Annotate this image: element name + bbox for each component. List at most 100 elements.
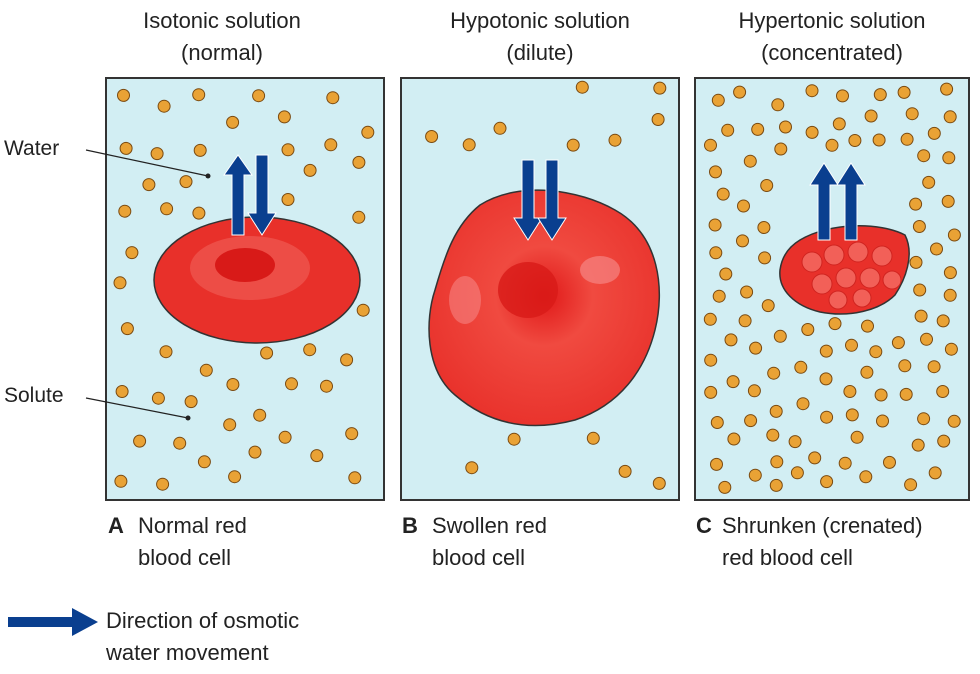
solute-particle <box>909 197 923 211</box>
solute-particle <box>757 221 771 234</box>
solute-particle <box>914 309 928 323</box>
panel-c-caption-line2: red blood cell <box>722 545 853 570</box>
solute-particle <box>947 414 961 428</box>
solute-particle <box>794 360 808 374</box>
solute-particle <box>710 457 723 471</box>
solute-particle <box>930 242 943 256</box>
panel-c-title: Hypertonic solution <box>738 8 925 33</box>
legend-arrow-icon <box>8 608 98 636</box>
solute-particle <box>922 175 936 189</box>
solute-particle <box>704 385 718 399</box>
solute-particle <box>704 353 718 367</box>
solute-particle <box>733 85 747 99</box>
solute-particle <box>898 359 912 373</box>
solute-particle <box>310 449 324 463</box>
solute-particle <box>704 138 717 152</box>
solute-particle <box>761 299 775 313</box>
solute-particle <box>507 432 521 446</box>
solute-particle <box>226 378 240 391</box>
solute-particle <box>114 474 128 488</box>
solute-particle <box>711 93 725 107</box>
panel-b-caption-line1: Swollen red <box>432 513 547 538</box>
solute-particle <box>845 338 858 352</box>
solute-particle <box>142 178 156 192</box>
solute-particle <box>352 210 366 224</box>
water-arrows-isotonic <box>223 154 277 236</box>
solute-particle <box>749 341 763 355</box>
solute-particle <box>113 276 127 290</box>
solute-particle <box>320 379 333 393</box>
solute-particle <box>740 285 754 299</box>
solute-particle <box>727 432 741 446</box>
solute-particle <box>941 194 955 208</box>
solute-particle <box>883 455 896 469</box>
solute-particle <box>943 110 957 124</box>
solute-particle <box>425 130 439 143</box>
panel-c-letter: C <box>696 513 712 538</box>
solute-particle <box>228 470 242 484</box>
solute-particle <box>944 342 958 356</box>
solute-particle <box>192 88 206 102</box>
solute-particle <box>340 353 354 367</box>
solute-particle <box>743 154 757 168</box>
solute-particle <box>876 414 889 428</box>
solute-particle <box>819 344 833 358</box>
solute-particle <box>345 427 359 441</box>
panel-a-subtitle: (normal) <box>181 40 263 65</box>
solute-particle <box>150 147 164 161</box>
solute-particle <box>912 220 926 233</box>
water-arrows-hypotonic <box>513 159 567 241</box>
solute-particle <box>618 464 632 478</box>
solute-particle <box>736 234 749 248</box>
solute-particle <box>326 91 340 105</box>
solute-particle <box>774 142 788 156</box>
solute-particle <box>281 143 295 157</box>
panel-c-subtitle: (concentrated) <box>761 40 903 65</box>
solute-particle <box>260 346 274 360</box>
panel-c-caption-line1: Shrunken (crenated) <box>722 513 923 538</box>
solute-particle <box>179 175 193 189</box>
panel-a-caption-line2: blood cell <box>138 545 231 570</box>
solute-particle <box>465 461 479 475</box>
solute-particle <box>769 404 783 418</box>
solute-particle <box>897 85 911 99</box>
solute-particle <box>160 202 174 216</box>
legend-line2: water movement <box>105 640 269 665</box>
solute-particle <box>920 332 933 346</box>
solute-particle <box>248 445 262 459</box>
solute-particle <box>771 98 785 112</box>
solute-particle <box>361 125 375 139</box>
solute-particle <box>917 412 931 426</box>
solute-particle <box>872 133 886 147</box>
solute-particle <box>937 434 951 448</box>
solute-particle <box>869 345 883 359</box>
solute-particle <box>828 317 842 331</box>
solute-particle <box>927 360 941 374</box>
solute-particle <box>281 193 295 206</box>
solute-particle <box>352 155 366 169</box>
solute-particle <box>900 132 914 146</box>
solute-particle <box>820 410 834 424</box>
solute-particle <box>115 385 129 398</box>
solute-particle <box>845 408 859 422</box>
solute-particle <box>119 141 133 155</box>
solute-label: Solute <box>4 384 64 407</box>
solute-particle <box>942 151 956 165</box>
solute-particle <box>462 138 476 152</box>
solute-particle <box>790 466 804 480</box>
solute-particle <box>904 478 918 492</box>
solute-particle <box>708 218 722 232</box>
solute-particle <box>157 99 171 113</box>
solute-particle <box>891 336 905 350</box>
solute-particle <box>724 333 738 347</box>
solute-particle <box>805 125 819 139</box>
solute-particle <box>860 365 874 379</box>
solute-particle <box>825 138 839 152</box>
solute-particle <box>118 204 132 218</box>
solute-particle <box>760 179 774 192</box>
panel-b-letter: B <box>402 513 418 538</box>
solute-particle <box>125 246 139 260</box>
solute-particle <box>652 476 666 490</box>
panel-b-title: Hypotonic solution <box>450 8 630 33</box>
